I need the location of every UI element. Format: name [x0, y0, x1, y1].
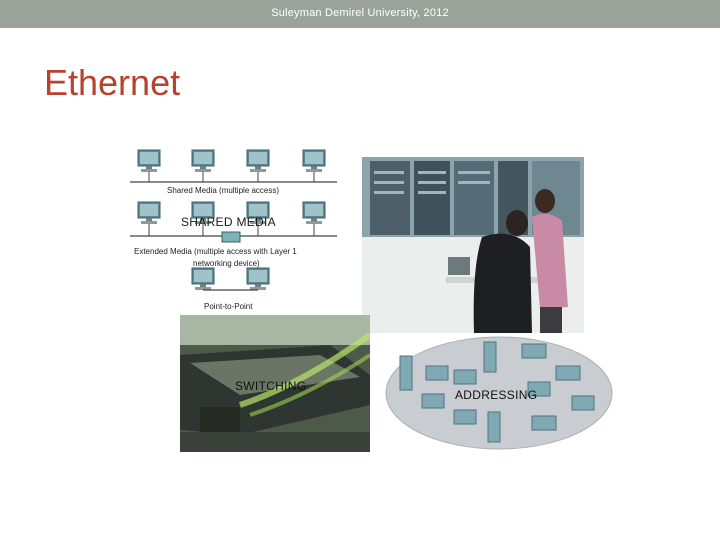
network-topology-diagram: Shared Media (multiple access) SHARED ME…	[125, 145, 357, 315]
shared-media-caption: Shared Media (multiple access)	[167, 186, 280, 195]
switching-label: SWITCHING	[235, 379, 307, 393]
switching-image: SWITCHING	[180, 315, 370, 452]
header-text: Suleyman Demirel University, 2012	[271, 7, 449, 19]
extended-media-caption: Extended Media (multiple access with Lay…	[134, 247, 297, 256]
server-room-photo	[362, 157, 584, 333]
topology-drawing	[130, 149, 337, 291]
addressing-label: ADDRESSING	[455, 388, 538, 402]
header-bar: Suleyman Demirel University, 2012	[0, 0, 720, 28]
point-to-point-caption: Point-to-Point	[204, 302, 253, 311]
shared-media-label: SHARED MEDIA	[181, 215, 276, 229]
addressing-cloud-image: ADDRESSING	[384, 336, 614, 451]
extended-media-caption-2: networking device)	[193, 259, 260, 268]
slide-title: Ethernet	[44, 62, 181, 103]
